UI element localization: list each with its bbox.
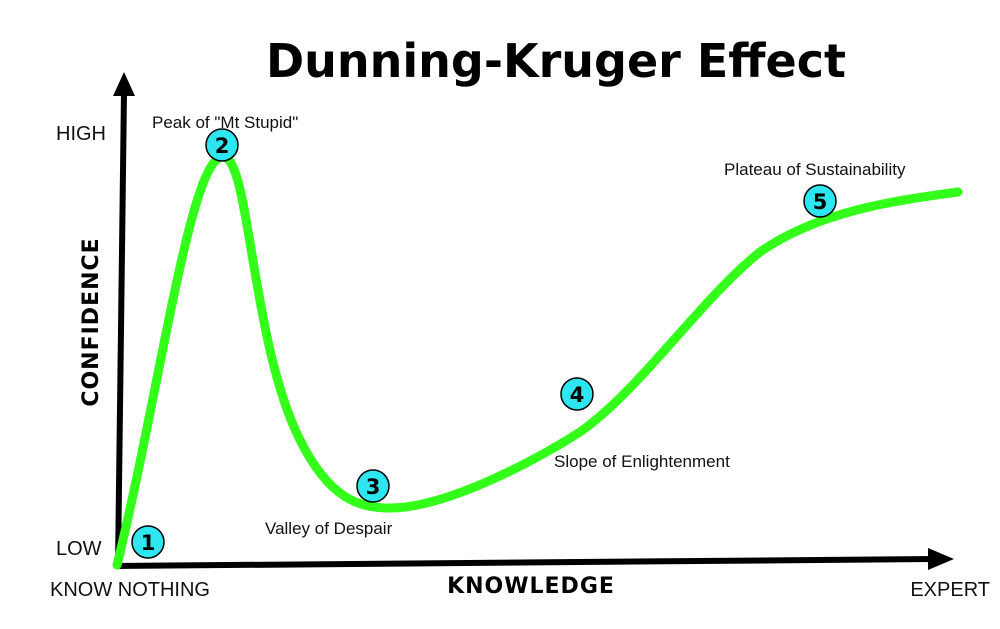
- stage-1-number: 1: [141, 531, 156, 555]
- stage-1-marker: 1: [131, 525, 165, 559]
- x-axis-end-label: EXPERT: [910, 579, 990, 601]
- stage-3-number: 3: [366, 475, 381, 499]
- y-axis-line: [115, 91, 127, 567]
- stage-4-circle: [560, 377, 594, 411]
- axes: [113, 72, 954, 570]
- stage-2-number: 2: [215, 134, 230, 158]
- x-axis-label: KNOWLEDGE: [447, 574, 615, 599]
- x-axis-line: [115, 556, 933, 569]
- x-axis-start-label: KNOW NOTHING: [50, 579, 210, 601]
- stage-1-circle: [131, 525, 165, 559]
- stage-4-number: 4: [570, 383, 585, 407]
- stage-5-label: Plateau of Sustainability: [724, 160, 906, 179]
- stage-3-marker: 3: [356, 469, 390, 503]
- stage-2-marker: 2: [205, 128, 239, 162]
- stage-2-circle: [205, 128, 239, 162]
- stage-5-circle: [803, 184, 837, 218]
- y-axis-high-label: HIGH: [56, 123, 106, 145]
- diagram-title: Dunning-Kruger Effect: [266, 34, 846, 88]
- y-axis-low-label: LOW: [56, 538, 102, 560]
- stage-2-label: Peak of "Mt Stupid": [152, 113, 298, 132]
- confidence-curve: [112, 152, 963, 570]
- x-axis-arrowhead: [928, 548, 954, 570]
- y-axis-arrowhead: [113, 72, 135, 96]
- stage-3-label: Valley of Despair: [265, 519, 393, 538]
- stage-4-marker: 4: [560, 377, 594, 411]
- stage-5-marker: 5: [803, 184, 837, 218]
- stage-5-number: 5: [813, 190, 828, 214]
- stage-3-circle: [356, 469, 390, 503]
- stage-4-label: Slope of Enlightenment: [554, 452, 730, 471]
- y-axis-label: CONFIDENCE: [79, 237, 104, 406]
